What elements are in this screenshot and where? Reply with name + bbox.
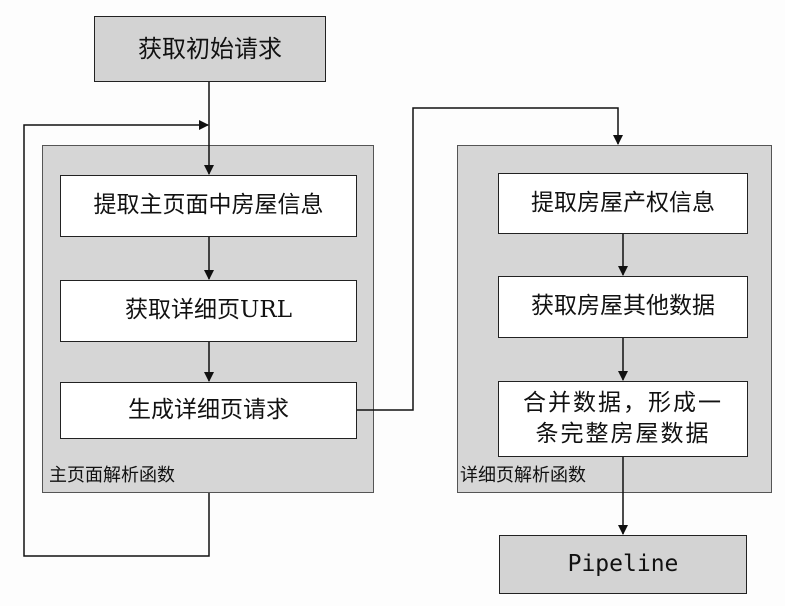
main-page-parse-label: 主页面解析函数: [49, 465, 175, 486]
extract-property-rights-node: 提取房屋产权信息: [498, 173, 748, 234]
arrow-loop-back: [23, 120, 210, 557]
get-other-data-node: 获取房屋其他数据: [498, 276, 748, 338]
start-node: 获取初始请求: [94, 16, 326, 82]
merge-data-node: 合并数据，形成一条完整房屋数据: [498, 381, 748, 457]
extract-main-info-node: 提取主页面中房屋信息: [60, 175, 357, 237]
gen-detail-request-node: 生成详细页请求: [60, 382, 357, 439]
arrow-request-to-detail: [357, 107, 623, 411]
detail-page-parse-label: 详细页解析函数: [460, 465, 586, 486]
get-detail-url-node: 获取详细页URL: [60, 280, 357, 342]
pipeline-node: Pipeline: [499, 535, 747, 594]
